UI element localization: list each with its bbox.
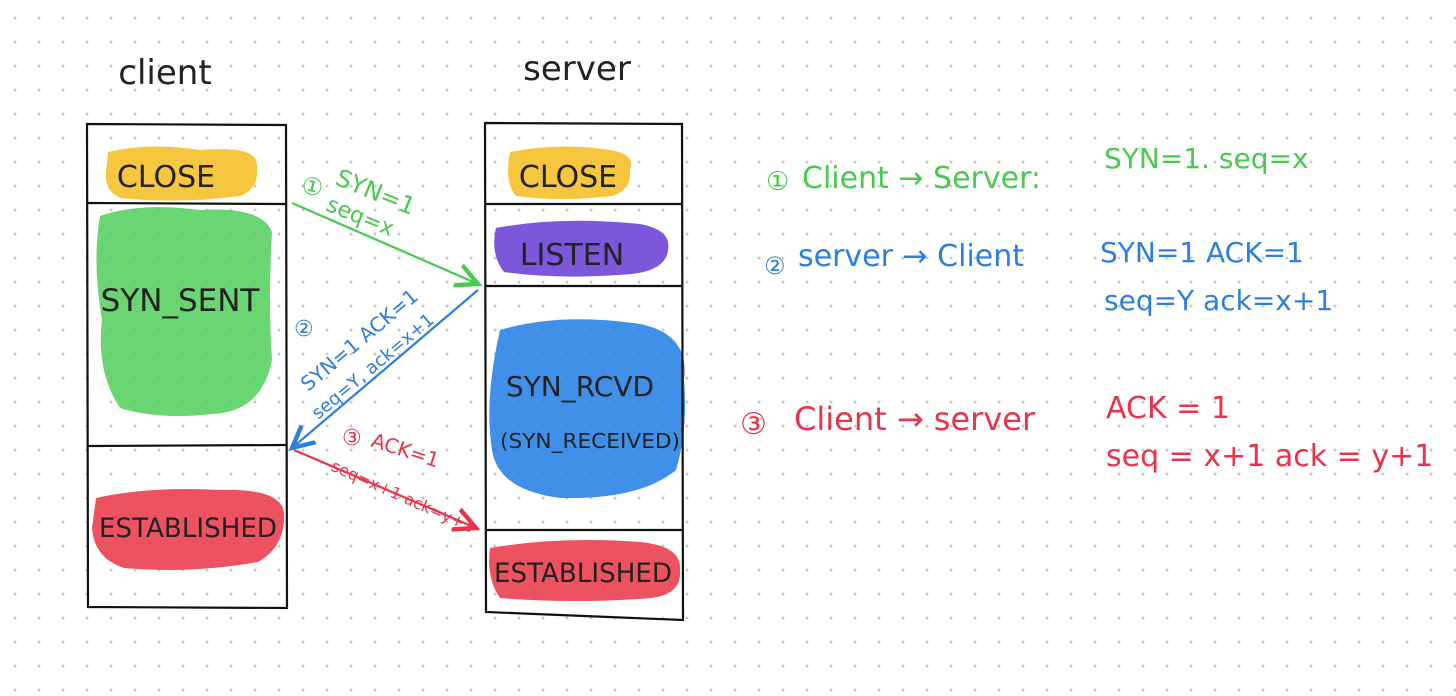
client-state-syn-sent: SYN_SENT — [101, 283, 261, 319]
step1-note: ① Client → Server: SYN=1. seq=x — [766, 142, 1309, 197]
server-syn-rcvd-highlight — [489, 319, 685, 499]
step2-note-number: ② — [764, 252, 786, 280]
client-state-close: CLOSE — [117, 160, 215, 195]
step1-note-fields: SYN=1. seq=x — [1104, 142, 1309, 175]
step1-arrow — [291, 201, 478, 284]
step1-note-route: Client → Server: — [802, 161, 1041, 196]
server-state-syn-received: (SYN_RECEIVED) — [500, 429, 680, 453]
server-established-highlight — [489, 540, 681, 601]
step3-note: ③ Client → server ACK = 1 seq = x+1 ack … — [740, 391, 1433, 474]
server-state-close: CLOSE — [519, 160, 617, 195]
step3-note-number: ③ — [740, 407, 767, 442]
server-close-highlight — [508, 146, 632, 199]
client-syn-sent-highlight — [96, 207, 272, 416]
server-state-listen: LISTEN — [520, 238, 624, 273]
step2-arrow — [292, 289, 479, 448]
client-column: CLOSE SYN_SENT ESTABLISHED — [85, 122, 289, 610]
step2-note-route: server → Client — [798, 239, 1024, 274]
step3-arrow-label-1: ACK=1 — [368, 428, 442, 472]
step3-arrow-number: ③ — [342, 426, 362, 451]
step2-note: ② server → Client SYN=1 ACK=1 seq=Y ack=… — [764, 236, 1333, 317]
step3-arrow-group: ③ ACK=1 seq=x+1 ack=y+1 — [293, 426, 477, 536]
step1-arrow-number: ① — [299, 171, 327, 203]
server-state-established: ESTABLISHED — [494, 558, 672, 589]
step3-note-route: Client → server — [794, 400, 1036, 438]
client-state-established: ESTABLISHED — [99, 513, 277, 544]
step3-note-fields-2: seq = x+1 ack = y+1 — [1106, 439, 1433, 474]
server-header: server — [523, 49, 631, 89]
server-state-syn-rcvd: SYN_RCVD — [506, 370, 654, 403]
step3-arrow-label-2: seq=x+1 ack=y+1 — [328, 456, 477, 536]
step3-note-fields-1: ACK = 1 — [1106, 391, 1230, 426]
step2-arrow-number: ② — [294, 317, 314, 342]
step2-note-fields-1: SYN=1 ACK=1 — [1100, 236, 1304, 269]
client-header: client — [118, 53, 211, 93]
server-column: CLOSE LISTEN SYN_RCVD (SYN_RECEIVED) EST… — [483, 121, 685, 622]
client-close-highlight — [105, 146, 258, 201]
step1-arrow-group: ① SYN=1 seq=x — [291, 164, 478, 284]
step1-note-number: ① — [766, 167, 789, 197]
step2-arrow-group: ② SYN=1 ACK=1 seq=Y, ack=x+1 — [292, 284, 479, 448]
step2-note-fields-2: seq=Y ack=x+1 — [1104, 284, 1333, 317]
client-established-highlight — [92, 489, 285, 570]
server-listen-highlight — [494, 220, 669, 277]
step3-arrow — [293, 448, 476, 528]
